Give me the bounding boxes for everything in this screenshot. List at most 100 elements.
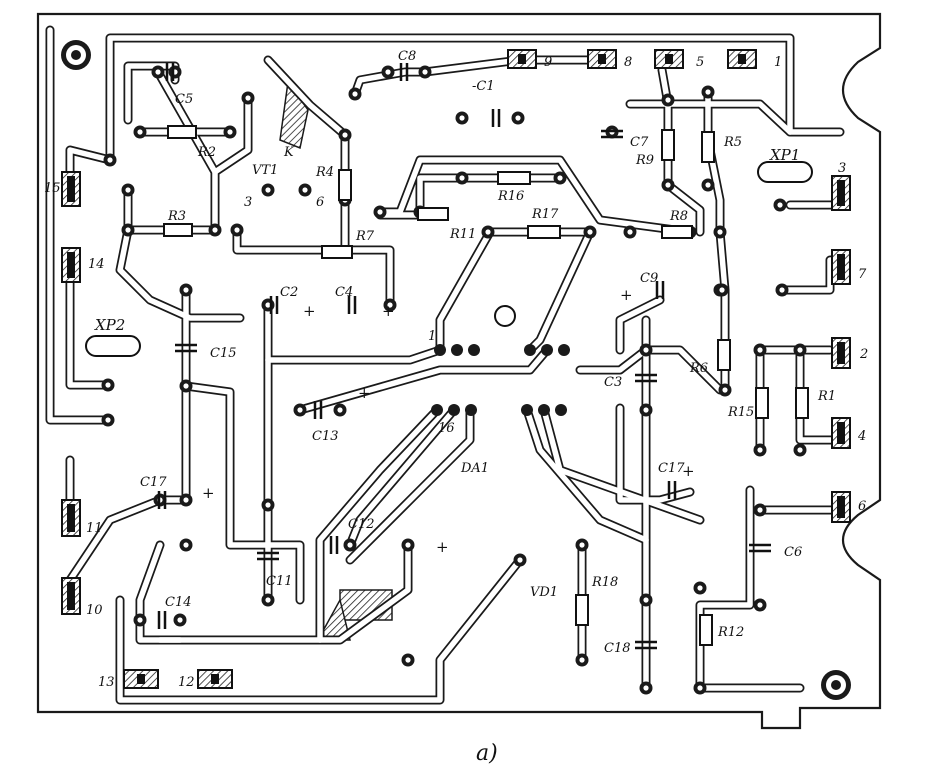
pad-hole xyxy=(717,229,723,235)
edge-pad-contact xyxy=(837,496,845,518)
pad-hole xyxy=(227,129,233,135)
pad-hole xyxy=(352,91,358,97)
resistor xyxy=(575,594,589,626)
edge-pad-contact xyxy=(665,54,673,64)
label-r8: R8 xyxy=(669,209,688,224)
pad-hole xyxy=(705,89,711,95)
pad-hole xyxy=(643,597,649,603)
label-r15: R15 xyxy=(727,405,754,420)
trace-fill xyxy=(234,227,393,303)
xp2-slot xyxy=(85,335,141,357)
label-pin-9: 9 xyxy=(544,55,552,70)
edge-pad-contact xyxy=(738,54,746,64)
label-c12: C12 xyxy=(348,517,375,532)
label-r12: R12 xyxy=(717,625,744,640)
pad-hole xyxy=(183,383,189,389)
label-c13: C13 xyxy=(312,429,339,444)
label-c8: C8 xyxy=(398,49,416,64)
pad-hole xyxy=(643,347,649,353)
label-pin-7: 7 xyxy=(858,267,867,282)
trace-fill xyxy=(643,347,723,393)
label-pin-1: 1 xyxy=(774,55,782,70)
edge-pad-contact xyxy=(518,54,526,64)
pad-hole xyxy=(697,585,703,591)
label-pin-4: 4 xyxy=(857,429,866,444)
trace-fill xyxy=(67,497,189,583)
label-c4: C4 xyxy=(335,285,353,300)
resistor xyxy=(497,171,531,185)
label-xp2: XP2 xyxy=(94,316,125,334)
pad-hole xyxy=(779,287,785,293)
label-r11: R11 xyxy=(449,227,476,242)
pad-hole xyxy=(579,542,585,548)
label-pin-11: 11 xyxy=(86,521,103,536)
pad-hole xyxy=(643,685,649,691)
pad-hole xyxy=(517,557,523,563)
label-r1: R1 xyxy=(817,389,836,404)
pad-hole xyxy=(459,115,465,121)
pad-hole xyxy=(797,447,803,453)
pad-hole xyxy=(347,542,353,548)
reference-designators: -C1 C2 C3 C4 C5 C6 C7 C8 C9 C11 C12 C13 … xyxy=(44,49,868,766)
resistor xyxy=(661,225,693,239)
label-c7: C7 xyxy=(630,135,649,150)
pad-hole xyxy=(719,287,725,293)
label-c2: C2 xyxy=(280,285,298,300)
pad-hole xyxy=(757,507,763,513)
label-r18: R18 xyxy=(591,575,618,590)
label-c15: C15 xyxy=(210,346,237,361)
trace-fill xyxy=(665,182,703,235)
pad-hole xyxy=(757,447,763,453)
label-r6: R6 xyxy=(689,361,708,376)
trace-fill xyxy=(117,557,523,703)
pad-hole xyxy=(234,227,240,233)
trace-fill xyxy=(627,101,793,135)
plus-c4: + xyxy=(382,302,395,320)
pad-hole xyxy=(377,209,383,215)
label-c17-right: C17 xyxy=(658,461,685,476)
label-c17-left: C17 xyxy=(140,475,167,490)
resistor xyxy=(527,225,561,239)
label-c14: C14 xyxy=(165,595,192,610)
resistor xyxy=(321,245,353,259)
label-c1: -C1 xyxy=(472,79,495,94)
edge-pad-contact xyxy=(67,504,75,532)
resistor-bodies xyxy=(163,125,809,646)
trace-fill xyxy=(617,297,663,353)
label-c18: C18 xyxy=(604,641,631,656)
plus-c2: + xyxy=(303,302,316,320)
trace-fill xyxy=(107,35,843,163)
label-pin-2: 2 xyxy=(859,347,868,362)
pad-hole xyxy=(485,229,491,235)
edge-pad-contact xyxy=(837,180,845,206)
trace-fill xyxy=(377,157,693,235)
label-pin-1-inner: 1 xyxy=(428,329,436,344)
pad-hole xyxy=(643,407,649,413)
pad-hole xyxy=(245,95,251,101)
pad-hole xyxy=(212,227,218,233)
pad-hole xyxy=(125,227,131,233)
label-pin-12: 12 xyxy=(178,675,195,690)
label-c5: C5 xyxy=(175,92,193,107)
pad-hole xyxy=(627,229,633,235)
label-pin-14: 14 xyxy=(88,257,105,272)
pad-hole xyxy=(459,175,465,181)
copper-traces xyxy=(45,25,845,705)
pad-hole xyxy=(265,187,271,193)
label-pin-5: 5 xyxy=(696,55,704,70)
label-r17: R17 xyxy=(531,207,559,222)
edge-pad-contact xyxy=(67,176,75,202)
resistor xyxy=(701,131,715,163)
label-r16: R16 xyxy=(497,189,524,204)
ic-mount-hole xyxy=(494,305,516,327)
edge-pad-contact xyxy=(837,422,845,444)
plus-c9: + xyxy=(620,286,633,304)
trace-fill xyxy=(705,89,723,235)
label-c3: C3 xyxy=(604,375,622,390)
label-r4: R4 xyxy=(315,165,334,180)
label-r2: R2 xyxy=(197,145,216,160)
pad-hole xyxy=(515,115,521,121)
plus-c17b: + xyxy=(682,462,695,480)
